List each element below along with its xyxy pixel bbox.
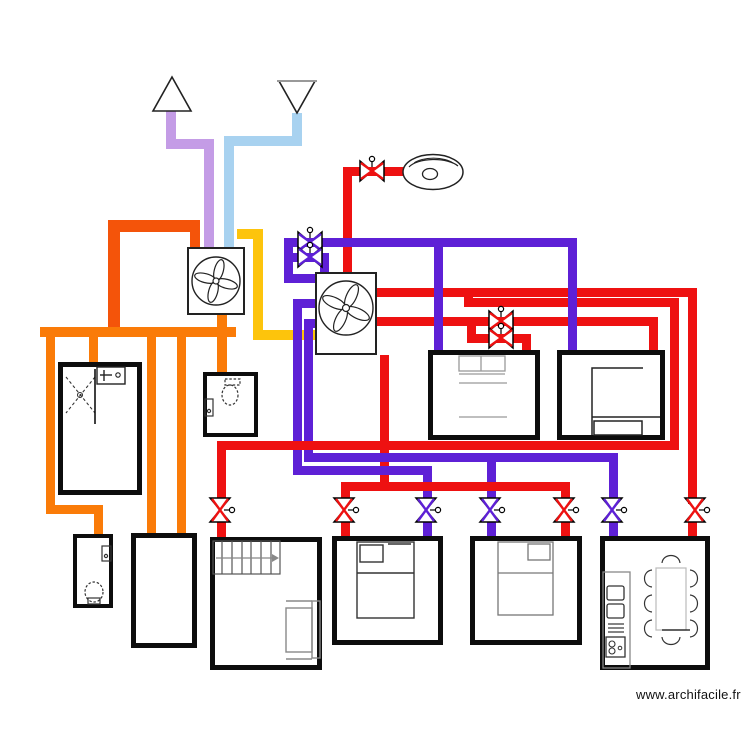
yellow-fan-link-c[interactable] [253, 330, 315, 340]
red-right-riser-outer[interactable] [688, 288, 697, 504]
yellow-fan-link-b[interactable] [253, 229, 263, 340]
orange-branch-1a[interactable] [46, 337, 55, 510]
room-wc[interactable] [203, 372, 258, 437]
room-storage-b[interactable] [557, 350, 665, 440]
room-living[interactable] [210, 537, 322, 670]
red-bottom-manifold[interactable] [341, 482, 570, 491]
ceiling-vent-icon[interactable] [402, 153, 464, 191]
purple-bedroom1-stub[interactable] [423, 521, 432, 537]
exhaust-air-duct-c[interactable] [224, 136, 234, 247]
purple-roomB-drop[interactable] [568, 238, 577, 352]
supply-air-duct-b[interactable] [166, 139, 214, 149]
valve-red-1[interactable] [486, 304, 516, 336]
purple-fan2-top-link[interactable] [320, 253, 329, 272]
orange-branch-1c[interactable] [94, 505, 103, 535]
watermark: www.archifacile.fr [636, 687, 741, 702]
orange-loop-left[interactable] [108, 220, 120, 337]
room-small-wc[interactable] [73, 534, 113, 608]
purple-dining-stub[interactable] [609, 521, 618, 537]
orange-main-bar[interactable] [40, 327, 236, 337]
red-bedroom2-drop[interactable] [561, 482, 570, 502]
room-bathroom[interactable] [58, 362, 142, 495]
red-bedroom1-drop[interactable] [341, 482, 350, 502]
supply-air-duct-a[interactable] [166, 110, 176, 146]
valve-dining-red[interactable] [681, 494, 711, 526]
valve-bedroom2-purple[interactable] [476, 494, 506, 526]
red-fan2-right-upper[interactable] [377, 288, 697, 297]
room-bedroom-1[interactable] [332, 536, 443, 645]
room-storage-left[interactable] [131, 533, 197, 648]
purple-manifold-lower[interactable] [293, 466, 432, 475]
orange-branch-1b[interactable] [46, 505, 103, 514]
red-branch-jog[interactable] [464, 288, 473, 307]
valve-red-2[interactable] [486, 321, 516, 353]
valve-bedroom2-red[interactable] [550, 494, 580, 526]
yellow-fan-link-a[interactable] [237, 229, 263, 239]
valve-bedroom1-red[interactable] [330, 494, 360, 526]
exhaust-air-duct-a[interactable] [292, 113, 302, 144]
red-right-riser-inner[interactable] [670, 298, 679, 446]
purple-manifold-upper[interactable] [304, 453, 618, 462]
purple-drop-left2-b[interactable] [304, 319, 313, 462]
purple-dining-drop[interactable] [609, 453, 618, 502]
purple-drop-left-b[interactable] [293, 299, 302, 475]
red-living-drop[interactable] [217, 441, 226, 502]
orange-branch-2[interactable] [89, 337, 98, 364]
purple-roomA-drop[interactable] [434, 247, 443, 352]
orange-loop-top[interactable] [108, 220, 200, 232]
room-dining[interactable] [600, 536, 710, 670]
valve-living[interactable] [206, 494, 236, 526]
orange-fan1-top-stub[interactable] [190, 231, 200, 248]
orange-branch-4[interactable] [177, 337, 186, 534]
red-riser-fan2[interactable] [343, 167, 352, 272]
exhaust-vent-triangle-icon[interactable] [277, 80, 317, 115]
orange-branch-5[interactable] [217, 337, 227, 375]
exhaust-air-duct-b[interactable] [224, 136, 302, 146]
valve-ceiling-unit[interactable] [357, 154, 387, 186]
red-roomA-drop[interactable] [522, 334, 531, 352]
purple-main[interactable] [284, 238, 577, 247]
room-storage-a[interactable] [428, 350, 540, 440]
red-fan2-lower[interactable] [377, 317, 658, 326]
purple-valve-left-riser[interactable] [284, 238, 293, 279]
red-bedroom2-stub[interactable] [561, 521, 570, 537]
purple-drop-left-a[interactable] [293, 299, 315, 308]
red-roomB-drop[interactable] [649, 317, 658, 352]
red-long-return[interactable] [217, 441, 679, 450]
valve-purple-2[interactable] [295, 240, 325, 272]
fan-unit-1-box[interactable] [187, 247, 245, 315]
fan-unit-2-box[interactable] [315, 272, 377, 355]
red-fan2-bottom-drop[interactable] [380, 355, 389, 491]
supply-vent-triangle-icon[interactable] [151, 75, 193, 112]
valve-dining-purple[interactable] [598, 494, 628, 526]
red-living-stub[interactable] [217, 521, 226, 537]
purple-fan2-left-link[interactable] [284, 274, 315, 283]
orange-fan1-bottom-stub[interactable] [217, 314, 227, 328]
valve-bedroom1-purple[interactable] [412, 494, 442, 526]
red-jog2[interactable] [467, 317, 476, 343]
red-bedroom1-stub[interactable] [341, 521, 350, 537]
supply-air-duct-c[interactable] [204, 139, 214, 247]
room-bedroom-2[interactable] [470, 536, 582, 645]
purple-bedroom2-stub[interactable] [487, 521, 496, 537]
red-right-riser-outer-stub[interactable] [688, 521, 697, 537]
orange-branch-3[interactable] [147, 337, 156, 534]
purple-bedroom2-drop[interactable] [487, 453, 496, 502]
